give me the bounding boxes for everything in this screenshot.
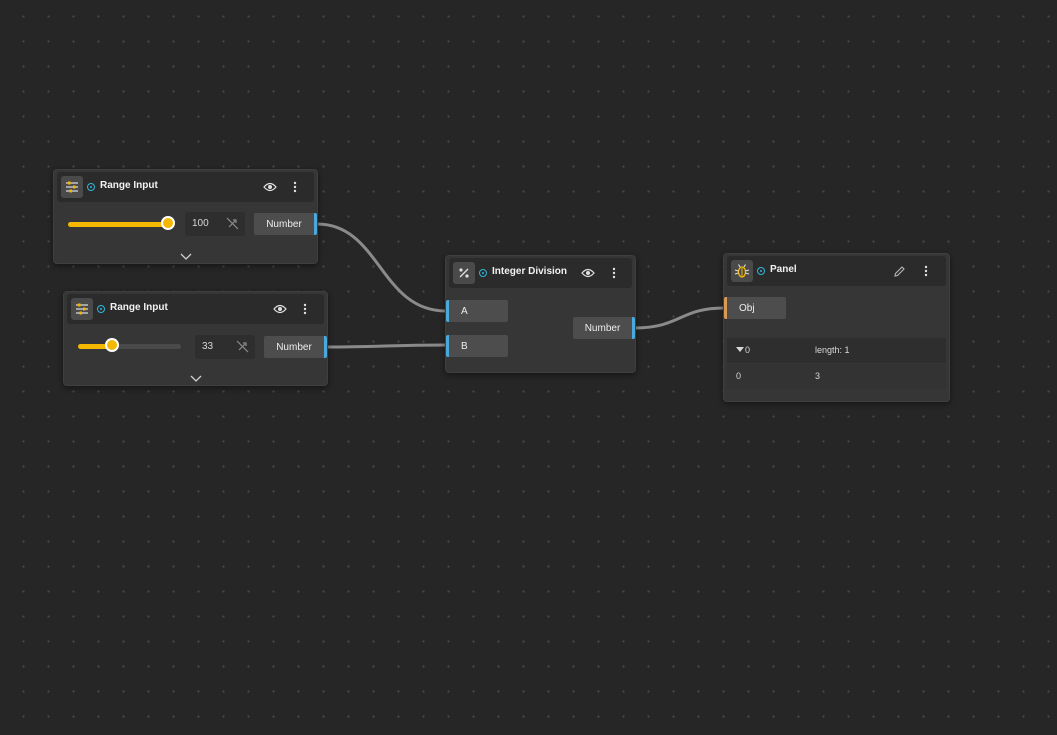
value-text: 33: [202, 341, 214, 352]
output-port-number[interactable]: Number: [573, 317, 635, 339]
value-field[interactable]: 33: [195, 335, 255, 359]
port-label: Obj: [739, 302, 755, 314]
range-slider[interactable]: [78, 337, 181, 352]
slider-fill: [68, 222, 168, 227]
output-port-number[interactable]: Number: [264, 336, 327, 358]
row-key: 0: [745, 345, 751, 355]
more-vertical-icon[interactable]: [287, 179, 303, 195]
table-cell-key: 0: [727, 364, 815, 389]
more-vertical-icon[interactable]: [606, 265, 622, 281]
slider-thumb[interactable]: [161, 215, 175, 230]
node-header[interactable]: Panel: [727, 256, 946, 286]
value-text: 100: [192, 218, 209, 229]
status-indicator: [87, 183, 95, 191]
range-input-node-2[interactable]: Range Input 33 Number: [63, 291, 328, 386]
node-title: Range Input: [110, 302, 168, 313]
chevron-down-icon[interactable]: [189, 371, 203, 382]
range-input-node-1[interactable]: Range Input 100 Number: [53, 169, 318, 264]
input-port-a[interactable]: A: [446, 300, 508, 322]
status-indicator: [757, 267, 765, 275]
eye-icon[interactable]: [580, 265, 596, 281]
eye-icon[interactable]: [272, 301, 288, 317]
table-cell-value: length: 1: [808, 338, 946, 363]
reset-off-icon[interactable]: [236, 340, 249, 356]
more-vertical-icon[interactable]: [297, 301, 313, 317]
reset-off-icon[interactable]: [226, 217, 239, 233]
range-slider[interactable]: [68, 215, 175, 230]
integer-division-node[interactable]: Integer Division A B Number: [445, 255, 636, 373]
sliders-icon: [61, 176, 83, 198]
bug-icon: [731, 260, 753, 282]
slider-thumb[interactable]: [104, 337, 119, 352]
sliders-icon: [71, 298, 93, 320]
value-field[interactable]: 100: [185, 212, 245, 236]
port-label: B: [461, 340, 468, 352]
wire-division-to-panel: [634, 306, 725, 330]
status-indicator: [479, 269, 487, 277]
port-label: A: [461, 305, 468, 317]
chevron-down-icon[interactable]: [179, 249, 193, 260]
node-header[interactable]: Range Input: [67, 294, 324, 324]
output-port-number[interactable]: Number: [254, 213, 317, 235]
caret-down-icon[interactable]: [736, 347, 744, 352]
eye-icon[interactable]: [262, 179, 278, 195]
node-header[interactable]: Range Input: [57, 172, 314, 202]
pencil-icon[interactable]: [891, 263, 907, 279]
input-port-b[interactable]: B: [446, 335, 508, 357]
table-cell-value: 3: [808, 364, 946, 389]
division-icon: [453, 262, 475, 284]
more-vertical-icon[interactable]: [918, 263, 934, 279]
panel-output-table: 0 length: 1 0 3: [727, 338, 946, 390]
status-indicator: [97, 305, 105, 313]
wire-range1-to-a: [316, 222, 447, 313]
port-label: Number: [276, 341, 312, 353]
table-cell-key[interactable]: 0: [727, 338, 815, 363]
wire-range2-to-b: [326, 343, 447, 349]
node-title: Range Input: [100, 180, 158, 191]
node-title: Panel: [770, 264, 797, 275]
panel-node[interactable]: Panel Obj 0 length: 1 0 3: [723, 253, 950, 402]
port-label: Number: [584, 322, 621, 334]
input-port-obj[interactable]: Obj: [724, 297, 786, 319]
table-row[interactable]: 0 length: 1: [727, 338, 946, 364]
slider-fill: [78, 344, 112, 349]
port-label: Number: [266, 218, 302, 230]
table-row: 0 3: [727, 364, 946, 390]
node-title: Integer Division: [492, 266, 568, 277]
node-header[interactable]: Integer Division: [449, 258, 632, 288]
